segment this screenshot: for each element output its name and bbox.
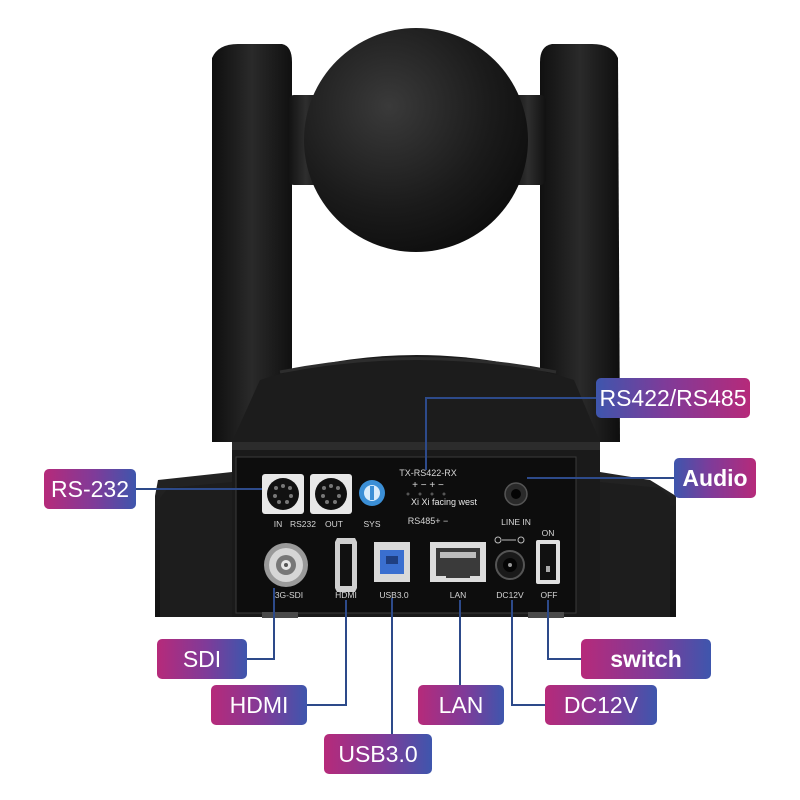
rs422-terminal: [406, 492, 446, 496]
usb3-port: [374, 542, 410, 582]
leader-lines: [134, 397, 675, 734]
callout-hdmi: HDMI: [211, 685, 307, 725]
power-switch: [536, 540, 560, 584]
hdmi-port: [335, 538, 357, 592]
lan-rj45-port: [430, 542, 486, 582]
line-in-jack: [504, 482, 528, 506]
label-dc12v: DC12V: [496, 590, 524, 600]
label-watermark: Xi Xi facing west: [411, 497, 478, 507]
callout-lan: LAN: [418, 685, 504, 725]
callout-switch: switch: [581, 639, 711, 679]
leader-switch: [547, 600, 582, 660]
label-on: ON: [542, 528, 555, 538]
callout-rs422-rs485: RS422/RS485: [596, 378, 750, 418]
label-lan: LAN: [450, 590, 467, 600]
label-rs485: RS485+ −: [408, 516, 449, 526]
label-off: OFF: [541, 590, 558, 600]
label-sys: SYS: [363, 519, 380, 529]
label-line-in: LINE IN: [501, 517, 531, 527]
callout-sdi: SDI: [157, 639, 247, 679]
leader-dc12v: [511, 600, 546, 706]
callout-dc12v: DC12V: [545, 685, 657, 725]
rs232-in-port: [262, 474, 304, 514]
camera-feet: [262, 612, 564, 618]
camera-head: [288, 28, 546, 252]
rs232-out-port: [310, 474, 352, 514]
label-tx-rs422-rx: TX-RS422-RX: [399, 468, 457, 478]
label-out: OUT: [325, 519, 343, 529]
label-rs422-signs: + − + −: [412, 480, 444, 491]
sdi-bnc-port: [264, 543, 308, 587]
label-hdmi: HDMI: [335, 590, 357, 600]
sys-rotary-switch-icon: [359, 480, 385, 506]
camera-yoke: [212, 44, 620, 442]
leader-hdmi: [306, 600, 347, 706]
callout-audio: Audio: [674, 458, 756, 498]
leader-rs422: [425, 397, 596, 470]
dc12v-power-jack: [494, 536, 525, 580]
callout-rs232: RS-232: [44, 469, 136, 509]
label-rs232: RS232: [290, 519, 316, 529]
label-usb3: USB3.0: [379, 590, 409, 600]
label-3g-sdi: 3G-SDI: [275, 590, 303, 600]
label-in: IN: [274, 519, 283, 529]
leader-sdi: [246, 588, 275, 660]
callout-usb3: USB3.0: [324, 734, 432, 774]
